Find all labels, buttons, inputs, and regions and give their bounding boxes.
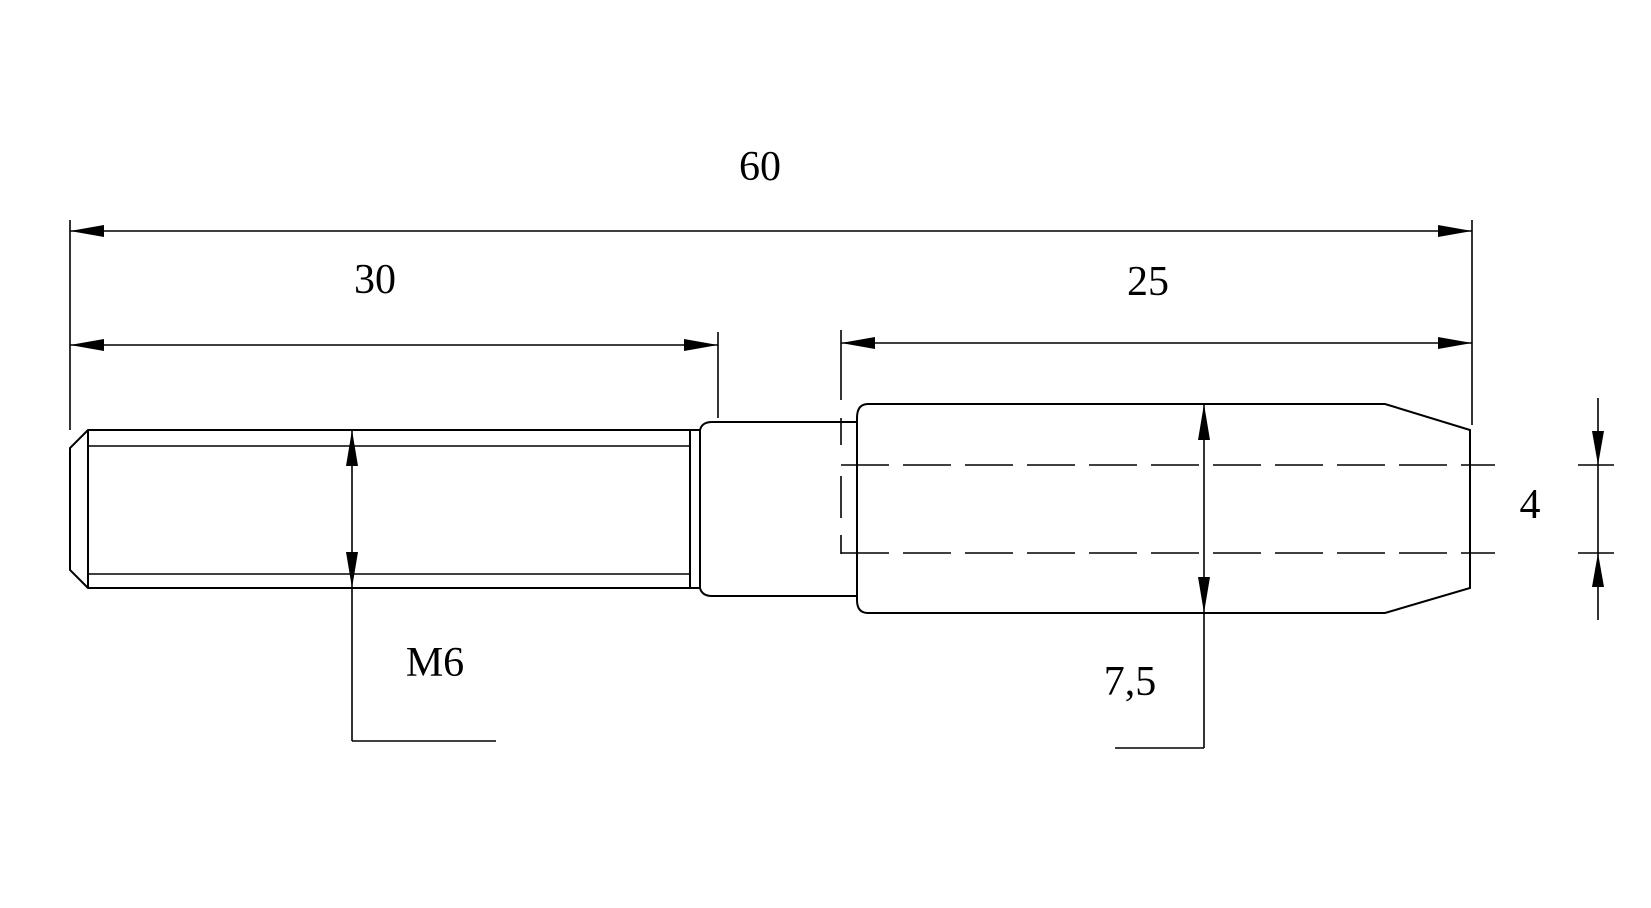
cylindrical-body bbox=[840, 403, 1471, 614]
arrowhead bbox=[1438, 225, 1472, 237]
dimension-label-bore-diameter: 4 bbox=[1520, 482, 1541, 528]
dimension-body-diameter bbox=[1115, 404, 1210, 749]
threaded-section bbox=[69, 429, 701, 589]
arrowhead bbox=[1198, 404, 1210, 440]
dimension-thread-size bbox=[346, 430, 496, 742]
arrowhead bbox=[1592, 431, 1604, 465]
dimension-overall-length bbox=[69, 220, 1473, 430]
dimension-label-overall-length: 60 bbox=[739, 144, 781, 190]
dimension-label-body-diameter: 7,5 bbox=[1104, 659, 1157, 705]
arrowhead bbox=[346, 430, 358, 466]
dimension-label-thread-size: M6 bbox=[406, 640, 464, 686]
arrowhead bbox=[841, 337, 875, 349]
arrowhead bbox=[1592, 553, 1604, 587]
dimension-label-thread-length: 30 bbox=[354, 257, 396, 303]
neck-section bbox=[699, 421, 857, 597]
dimension-bore-diameter bbox=[1578, 398, 1614, 620]
arrowhead bbox=[1198, 577, 1210, 613]
arrowhead bbox=[684, 339, 718, 351]
arrowhead bbox=[70, 225, 104, 237]
arrowhead bbox=[70, 339, 104, 351]
bore-hidden-lines bbox=[841, 464, 1495, 554]
arrowhead bbox=[346, 552, 358, 588]
dimension-label-body-length: 25 bbox=[1127, 259, 1169, 305]
arrowhead bbox=[1438, 337, 1472, 349]
dimension-body-length bbox=[840, 330, 1472, 400]
dimension-thread-length bbox=[70, 332, 719, 418]
